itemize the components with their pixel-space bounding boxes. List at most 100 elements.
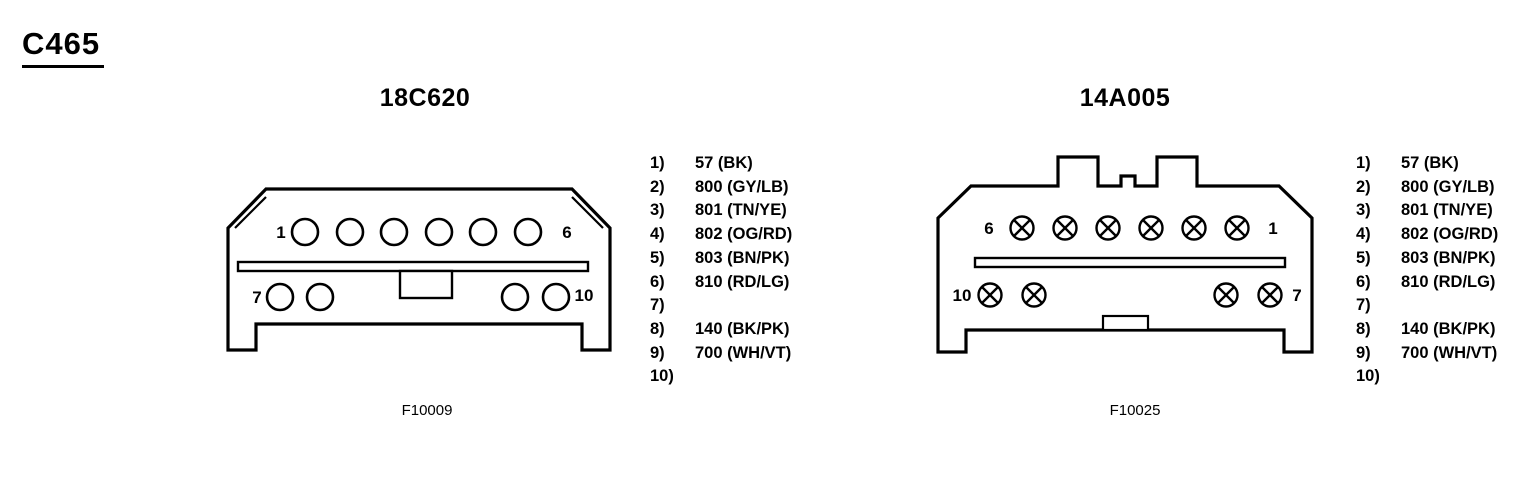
- circuit-id: 57 (BK): [695, 154, 753, 172]
- pin-socket: [1052, 215, 1078, 241]
- pin-cavity: [424, 217, 454, 247]
- figure-number-right: F10025: [1109, 402, 1161, 419]
- corner-chamfer-line-left: [234, 196, 267, 229]
- pinout-list-right: 1) 57 (BK) 2) 800 (GY/LB) 3) 801 (TN/YE) 4)…: [1356, 152, 1498, 389]
- pin-row: 9) 700 (WH/VT): [1356, 342, 1498, 366]
- pin-number: 4): [650, 225, 665, 244]
- connector-title-left: 18C620: [379, 84, 471, 112]
- pin-row: 1) 57 (BK): [1356, 152, 1498, 176]
- page-title: C465: [22, 26, 105, 68]
- pin-cavity: [379, 217, 409, 247]
- pin-socket: [1138, 215, 1164, 241]
- circuit-id: 700 (WH/VT): [695, 343, 792, 362]
- pin-socket: [1181, 215, 1207, 241]
- pin-number: 5): [1356, 248, 1371, 267]
- pin-number: 7): [650, 296, 665, 315]
- pin-number: 4): [1356, 225, 1371, 244]
- bottom-pin-row: [265, 282, 571, 312]
- bottom-notch-detail: [1101, 314, 1150, 332]
- pin-number-label: 6: [984, 219, 993, 238]
- pin-row: 9) 700 (WH/VT): [650, 342, 792, 366]
- pin-row: 3)801 (TN/YE): [650, 199, 792, 223]
- pin-number: 1): [1356, 154, 1371, 172]
- bottom-pin-row: [977, 282, 1283, 308]
- circuit-id: 140 (BK/PK): [1401, 319, 1496, 338]
- pin-number: 3): [1356, 201, 1371, 220]
- connector-diagram-right: 6 1 10 7: [936, 155, 1314, 354]
- pin-number-label: 7: [1292, 286, 1301, 305]
- pin-number: 8): [650, 319, 665, 338]
- pin-cavity: [500, 282, 530, 312]
- pin-socket: [1009, 215, 1035, 241]
- pin-socket: [1257, 282, 1283, 308]
- pin-number-label: 10: [575, 286, 594, 305]
- pin-row: 5) 803 (BN/PK): [1356, 247, 1498, 271]
- pin-cavity: [513, 217, 543, 247]
- pin-socket: [977, 282, 1003, 308]
- pin-number: 10): [1356, 367, 1380, 386]
- pin-number-label: 6: [562, 223, 571, 242]
- connector-diagram-left: 1 6 7 10: [226, 187, 612, 352]
- circuit-id: 810 (RD/LG): [1401, 272, 1496, 291]
- pin-socket: [1021, 282, 1047, 308]
- circuit-id: 800 (GY/LB): [695, 177, 789, 196]
- pin-number: 7): [1356, 296, 1371, 315]
- pin-cavity: [305, 282, 335, 312]
- pin-row: 4) 802 (OG/RD): [1356, 223, 1498, 247]
- pin-row: 5) 803 (BN/PK): [650, 247, 792, 271]
- circuit-id: 140 (BK/PK): [695, 319, 790, 338]
- pin-row: 10): [650, 365, 792, 389]
- pin-row: 1) 57 (BK): [650, 152, 792, 176]
- circuit-id: 700 (WH/VT): [1401, 343, 1498, 362]
- pin-number: 5): [650, 248, 665, 267]
- center-keyway-slot: [236, 260, 590, 273]
- pin-cavity: [290, 217, 320, 247]
- circuit-id: 803 (BN/PK): [695, 248, 790, 267]
- pin-row: 6) 810 (RD/LG): [650, 271, 792, 295]
- pin-cavity: [335, 217, 365, 247]
- circuit-id: 801 (TN/YE): [1401, 201, 1493, 220]
- pin-row: 3) 801 (TN/YE): [1356, 199, 1498, 223]
- pin-socket: [1224, 215, 1250, 241]
- circuit-id: 802 (OG/RD): [695, 225, 793, 244]
- pin-row: 2) 800 (GY/LB): [650, 176, 792, 200]
- pin-number: 2): [1356, 177, 1371, 196]
- figure-number-left: F10009: [401, 402, 453, 419]
- connector-title-right: 14A005: [1079, 84, 1171, 112]
- circuit-id: 810 (RD/LG): [695, 272, 790, 291]
- pin-number: 3): [650, 201, 665, 220]
- pin-number-label: 1: [276, 223, 285, 242]
- pin-row: 2) 800 (GY/LB): [1356, 176, 1498, 200]
- pin-cavity: [541, 282, 571, 312]
- pin-number: 6): [650, 272, 665, 291]
- pin-number: 2): [650, 177, 665, 196]
- pin-row: 4) 802 (OG/RD): [650, 223, 792, 247]
- pin-socket: [1095, 215, 1121, 241]
- pin-socket: [1213, 282, 1239, 308]
- center-keyway-slot: [973, 256, 1287, 269]
- pin-cavity: [468, 217, 498, 247]
- top-pin-row: [290, 217, 543, 247]
- circuit-id: 800 (GY/LB): [1401, 177, 1495, 196]
- corner-chamfer-line-right: [571, 196, 604, 229]
- pin-row: 7): [650, 294, 792, 318]
- pin-number: 6): [1356, 272, 1371, 291]
- pin-number: 9): [1356, 343, 1371, 362]
- pin-number: 1): [650, 154, 665, 172]
- top-pin-row: [1009, 215, 1250, 241]
- pin-number: 10): [650, 367, 674, 386]
- pin-number: 9): [650, 343, 665, 362]
- pin-row: 10): [1356, 365, 1498, 389]
- pin-number-label: 10: [953, 286, 972, 305]
- pin-cavity: [265, 282, 295, 312]
- circuit-id: 803 (BN/PK): [1401, 248, 1496, 267]
- circuit-id: 57 (BK): [1401, 154, 1459, 172]
- pin-number-label: 1: [1268, 219, 1277, 238]
- circuit-id: 802 (OG/RD): [1401, 225, 1499, 244]
- pin-row: 7): [1356, 294, 1498, 318]
- pinout-list-left: 1) 57 (BK) 2) 800 (GY/LB) 3)801 (TN/YE) 4)…: [650, 152, 792, 389]
- pin-row: 8) 140 (BK/PK): [650, 318, 792, 342]
- pin-number-label: 7: [252, 288, 261, 307]
- pin-row: 8)140 (BK/PK): [1356, 318, 1498, 342]
